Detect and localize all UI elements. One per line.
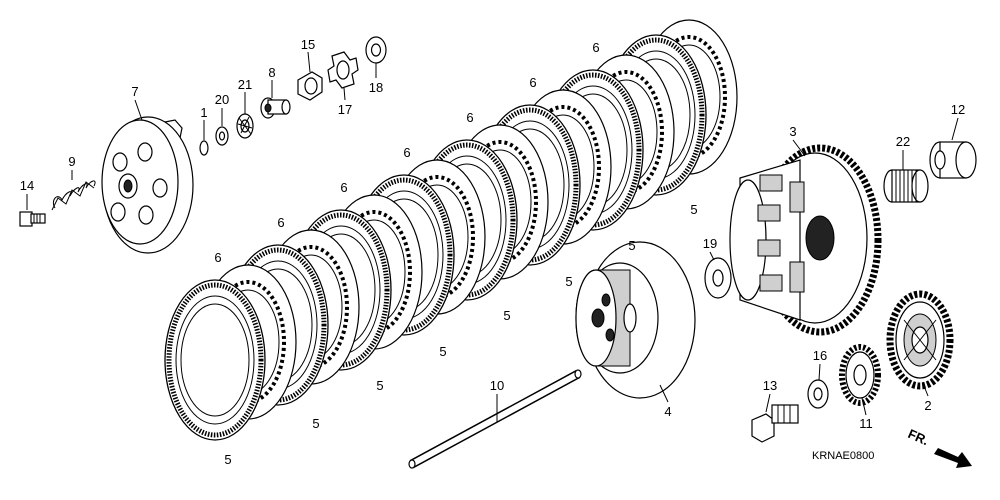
callout-5: 5 bbox=[439, 344, 446, 359]
callout-5: 5 bbox=[690, 202, 697, 217]
bolt-13 bbox=[751, 404, 799, 443]
callout-10: 10 bbox=[490, 378, 504, 393]
washer-16 bbox=[807, 379, 829, 409]
front-direction-arrow: FR. bbox=[906, 426, 972, 468]
collar-12 bbox=[929, 141, 977, 179]
bolt-14 bbox=[19, 211, 46, 227]
callout-6: 6 bbox=[277, 215, 284, 230]
callout-4: 4 bbox=[664, 404, 671, 419]
gear-2 bbox=[886, 290, 954, 390]
callout-5: 5 bbox=[565, 274, 572, 289]
callout-5: 5 bbox=[628, 238, 635, 253]
pressure-plate-7 bbox=[101, 116, 194, 254]
spring-9 bbox=[51, 180, 96, 211]
callout-22: 22 bbox=[896, 134, 910, 149]
callout-5: 5 bbox=[503, 308, 510, 323]
callout-5: 5 bbox=[376, 378, 383, 393]
callout-6: 6 bbox=[214, 250, 221, 265]
callout-20: 20 bbox=[215, 92, 229, 107]
push-rod-10 bbox=[408, 369, 582, 469]
callout-11: 11 bbox=[859, 416, 873, 431]
callout-6: 6 bbox=[529, 75, 536, 90]
callout-5: 5 bbox=[224, 452, 231, 467]
callout-13: 13 bbox=[763, 378, 777, 393]
diagram-code: KRNAE0800 bbox=[812, 450, 874, 462]
circlip-1 bbox=[199, 140, 209, 156]
needle-bearing-22 bbox=[883, 169, 929, 203]
callout-12: 12 bbox=[951, 102, 965, 117]
callout-9: 9 bbox=[68, 154, 75, 169]
bearing-21 bbox=[236, 113, 254, 139]
callout-15: 15 bbox=[301, 37, 315, 52]
clutch-outer-3 bbox=[729, 144, 882, 336]
callout-19: 19 bbox=[703, 236, 717, 251]
callout-14: 14 bbox=[20, 178, 34, 193]
callout-8: 8 bbox=[268, 65, 275, 80]
washer-20 bbox=[215, 126, 229, 146]
callout-2: 2 bbox=[924, 398, 931, 413]
callout-6: 6 bbox=[466, 110, 473, 125]
callout-1: 1 bbox=[200, 105, 207, 120]
leader-lines bbox=[26, 51, 959, 422]
clutch-plate-stack bbox=[164, 19, 738, 441]
callout-5: 5 bbox=[312, 416, 319, 431]
lifter-piece-8 bbox=[260, 97, 291, 119]
callout-6: 6 bbox=[592, 40, 599, 55]
gear-11 bbox=[839, 344, 881, 406]
callout-7: 7 bbox=[131, 84, 138, 99]
callout-16: 16 bbox=[813, 348, 827, 363]
callout-17: 17 bbox=[338, 102, 352, 117]
clutch-center-4 bbox=[575, 241, 696, 399]
callout-6: 6 bbox=[403, 145, 410, 160]
callout-21: 21 bbox=[238, 77, 252, 92]
friction-disc bbox=[164, 279, 266, 441]
callout-6: 6 bbox=[340, 180, 347, 195]
callout-18: 18 bbox=[369, 80, 383, 95]
callout-3: 3 bbox=[789, 124, 796, 139]
lock-washer-17 bbox=[327, 51, 359, 89]
thrust-washer-19 bbox=[704, 257, 732, 299]
front-label: FR. bbox=[906, 426, 931, 448]
nut-15 bbox=[297, 71, 323, 101]
washer-18 bbox=[365, 36, 387, 64]
